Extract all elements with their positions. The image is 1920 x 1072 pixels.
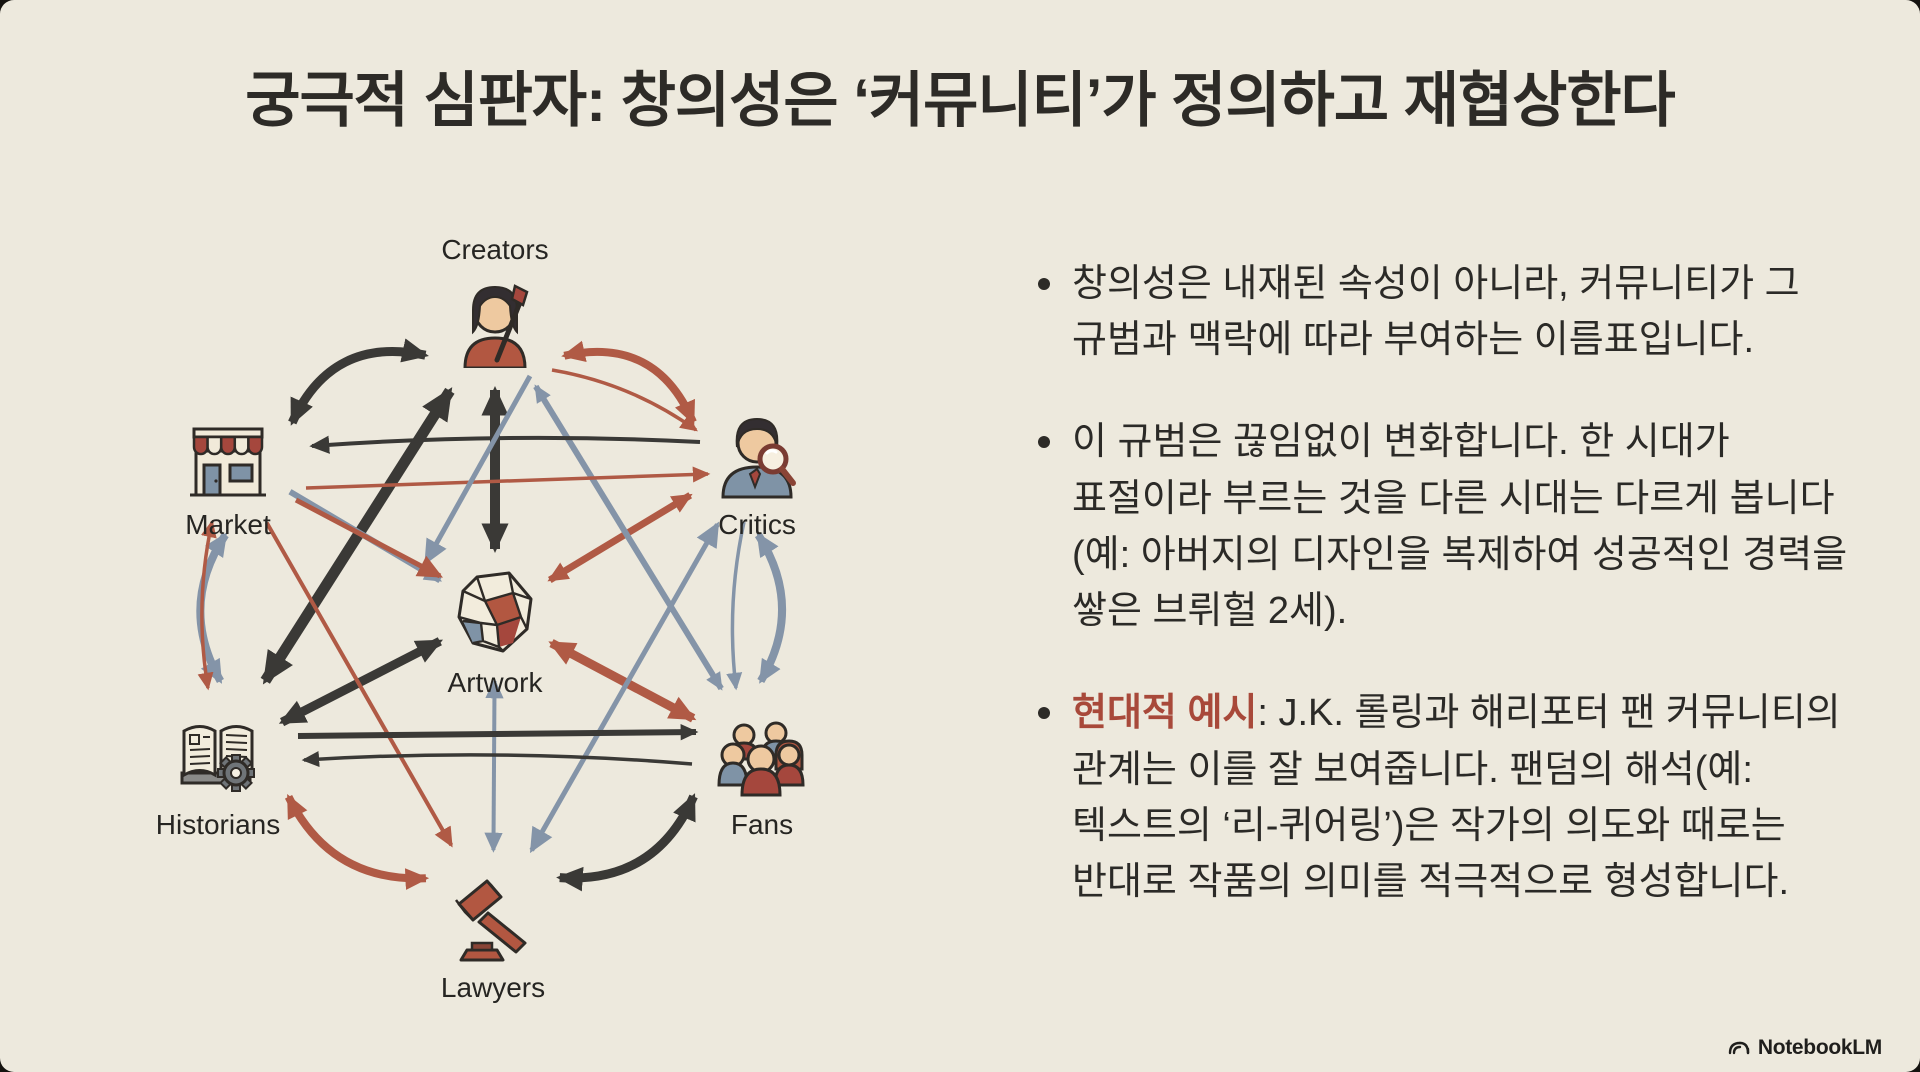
node-label-market: Market bbox=[185, 509, 271, 540]
community-network-diagram: Creators Market bbox=[60, 170, 940, 1050]
bullet-dot-icon bbox=[1038, 278, 1050, 290]
bullet-list: 창의성은 내재된 속성이 아니라, 커뮤니티가 그 규범과 맥락에 따라 부여하… bbox=[1038, 256, 1870, 956]
relationship-arrows bbox=[196, 338, 787, 892]
storefront-icon bbox=[190, 427, 266, 497]
bullet-dot-icon bbox=[1038, 436, 1050, 449]
bullet-item: 이 규범은 끊임없이 변화합니다. 한 시대가 표절이라 부르는 것을 다른 시… bbox=[1038, 414, 1870, 639]
book-gear-icon bbox=[180, 725, 255, 792]
bullet-text: 이 규범은 끊임없이 변화합니다. 한 시대가 표절이라 부르는 것을 다른 시… bbox=[1072, 421, 1848, 633]
bullet-text: 창의성은 내재된 속성이 아니라, 커뮤니티가 그 규범과 맥락에 따라 부여하… bbox=[1072, 263, 1800, 362]
notebooklm-logo-icon bbox=[1728, 1041, 1750, 1055]
node-historians: Historians bbox=[156, 707, 280, 840]
bullet-text: : J.K. 롤링과 해리포터 팬 커뮤니티의 관계는 이를 잘 보여줍니다. … bbox=[1072, 692, 1841, 904]
bullet-item: 현대적 예시: J.K. 롤링과 해리포터 팬 커뮤니티의 관계는 이를 잘 보… bbox=[1038, 685, 1870, 910]
node-label-creators: Creators bbox=[441, 234, 549, 265]
node-market: Market bbox=[180, 407, 276, 540]
creator-painter-icon bbox=[463, 284, 529, 368]
page-title: 궁극적 심판자: 창의성은 ‘커뮤니티’가 정의하고 재협상한다 bbox=[245, 67, 1675, 134]
bullet-item: 창의성은 내재된 속성이 아니라, 커뮤니티가 그 규범과 맥락에 따라 부여하… bbox=[1038, 256, 1870, 368]
notebooklm-branding: NotebookLM bbox=[1727, 1036, 1882, 1060]
node-fans: Fans bbox=[714, 707, 810, 840]
bullet-lead: 현대적 예시 bbox=[1072, 692, 1258, 735]
node-label-fans: Fans bbox=[730, 809, 794, 840]
gavel-icon bbox=[455, 879, 527, 962]
node-critics: Critics bbox=[709, 407, 805, 540]
bullet-dot-icon bbox=[1038, 707, 1050, 720]
node-lawyers: Lawyers bbox=[441, 870, 545, 1003]
critic-magnifier-icon bbox=[721, 417, 796, 499]
node-label-artwork: Artwork bbox=[447, 667, 543, 698]
crowd-icon bbox=[717, 721, 805, 797]
brand-name: NotebookLM bbox=[1757, 1036, 1882, 1059]
node-label-lawyers: Lawyers bbox=[440, 972, 546, 1003]
gem-artwork-icon bbox=[457, 571, 533, 653]
node-artwork: Artwork bbox=[447, 565, 543, 698]
node-creators: Creators bbox=[441, 234, 549, 368]
node-label-historians: Historians bbox=[155, 809, 281, 840]
node-label-critics: Critics bbox=[718, 509, 796, 540]
